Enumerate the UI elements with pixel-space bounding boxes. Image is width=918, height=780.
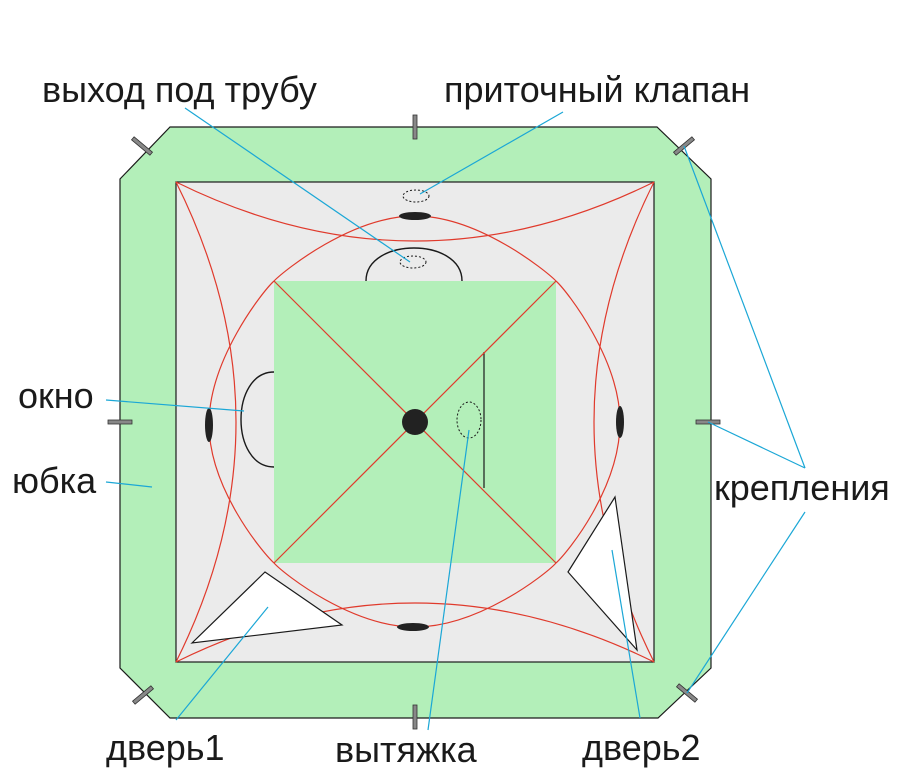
leader-pipe-outlet xyxy=(184,107,411,263)
leader-door2 xyxy=(611,549,641,719)
leader-window xyxy=(105,399,245,412)
seam-lines xyxy=(175,181,655,663)
leader-door1 xyxy=(175,606,269,721)
mount-peg xyxy=(130,136,154,156)
left-loop xyxy=(205,408,213,442)
leader-mount-ne xyxy=(683,145,806,469)
mount-peg xyxy=(412,704,418,730)
leader-mount-e xyxy=(707,421,806,469)
label-mounts: крепления xyxy=(714,467,890,508)
leader-mount-se xyxy=(686,511,806,694)
center-hub xyxy=(402,409,428,435)
mount-peg xyxy=(412,114,418,140)
leader-skirt xyxy=(105,481,153,488)
exhaust-marker xyxy=(456,401,482,439)
leader-lines xyxy=(105,107,806,731)
bottom-loop xyxy=(397,623,429,631)
pipe-outlet-marker xyxy=(399,255,427,269)
pipe-outlet-outline xyxy=(365,247,463,282)
mount-peg xyxy=(131,685,155,705)
right-loop xyxy=(616,406,624,438)
label-skirt: юбка xyxy=(12,460,97,501)
leader-supply-valve xyxy=(419,111,564,195)
window-outline xyxy=(240,371,275,468)
label-pipe-outlet: выход под трубу xyxy=(42,69,317,110)
label-supply-valve: приточный клапан xyxy=(444,69,751,110)
label-door1: дверь1 xyxy=(106,727,225,768)
supply-valve-marker xyxy=(402,189,430,203)
label-exhaust: вытяжка xyxy=(335,729,477,770)
leader-exhaust xyxy=(427,429,470,731)
top-loop xyxy=(399,212,431,220)
label-door2: дверь2 xyxy=(582,727,701,768)
door2-opening xyxy=(567,495,638,652)
label-window: окно xyxy=(18,375,94,416)
mount-peg xyxy=(107,419,133,425)
